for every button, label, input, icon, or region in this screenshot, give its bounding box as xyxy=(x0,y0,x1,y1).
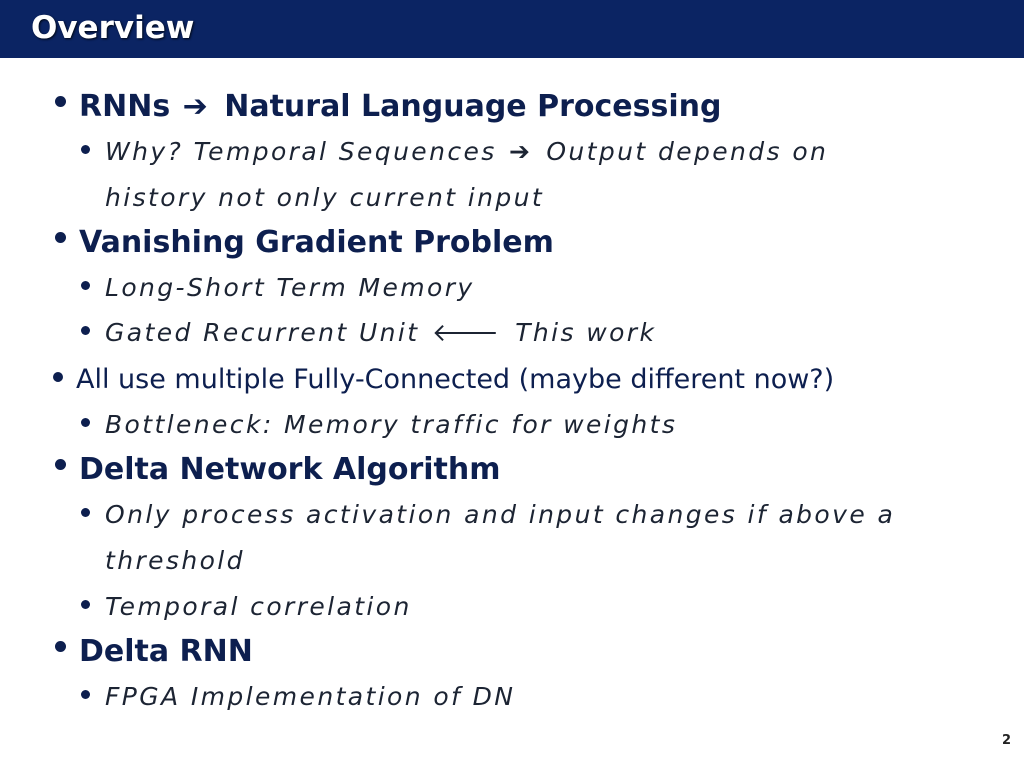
bullet-dot xyxy=(81,600,90,609)
bullet-delta-rnn: Delta RNN xyxy=(79,634,253,669)
rnns-label: RNNs xyxy=(79,89,171,124)
bullet-only-process: Only process activation and input change… xyxy=(105,500,896,529)
bullet-lstm: Long-Short Term Memory xyxy=(105,273,475,302)
bullet-dot xyxy=(53,372,63,382)
right-arrow-icon: ➔ xyxy=(509,137,530,166)
left-arrow-icon: 🡐 xyxy=(431,318,499,347)
bullet-only-process-continuation: threshold xyxy=(105,546,245,575)
title-bar: Overview xyxy=(0,0,1024,58)
why-label: Why? Temporal Sequences xyxy=(105,137,497,166)
bullet-dot xyxy=(81,418,90,427)
output-depends-label: Output depends on xyxy=(546,137,829,166)
bullet-gru: Gated Recurrent Unit 🡐 This work xyxy=(105,317,656,349)
bullet-dot xyxy=(55,96,66,107)
bullet-vanishing-gradient: Vanishing Gradient Problem xyxy=(79,225,554,260)
bullet-bottleneck: Bottleneck: Memory traffic for weights xyxy=(105,410,678,439)
bullet-dot xyxy=(81,690,90,699)
bullet-why-continuation: history not only current input xyxy=(105,183,545,212)
bullet-rnns: RNNs ➔ Natural Language Processing xyxy=(79,89,721,125)
bullet-dot xyxy=(81,508,90,517)
bullet-why: Why? Temporal Sequences ➔ Output depends… xyxy=(105,136,828,168)
bullet-dot xyxy=(55,641,66,652)
page-number: 2 xyxy=(1002,733,1012,748)
bullet-dot xyxy=(55,232,66,243)
right-arrow-icon: ➔ xyxy=(182,89,208,124)
nlp-label: Natural Language Processing xyxy=(224,89,722,124)
this-work-label: This work xyxy=(515,318,657,347)
bullet-dot xyxy=(81,145,90,154)
bullet-dot xyxy=(55,459,66,470)
bullet-fpga: FPGA Implementation of DN xyxy=(105,682,516,711)
bullet-dot xyxy=(81,326,90,335)
slide-title: Overview xyxy=(31,10,195,46)
bullet-dot xyxy=(81,281,90,290)
bullet-delta-network: Delta Network Algorithm xyxy=(79,452,501,487)
gru-label: Gated Recurrent Unit xyxy=(105,318,420,347)
bullet-fully-connected: All use multiple Fully-Connected (maybe … xyxy=(76,364,835,395)
bullet-temporal-correlation: Temporal correlation xyxy=(105,592,412,621)
